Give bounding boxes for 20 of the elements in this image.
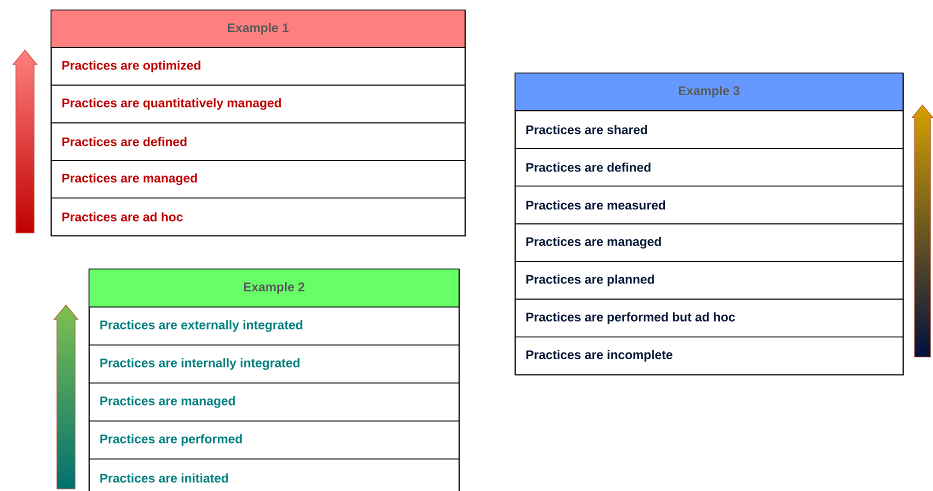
table-cell: Practices are managed — [50, 160, 466, 198]
table-cell: Practices are ad hoc — [50, 198, 466, 236]
table-cell: Practices are performed but ad hoc — [514, 298, 904, 338]
table-cell: Practices are shared — [514, 110, 904, 149]
table-cell: Practices are performed — [88, 420, 460, 460]
header-cell: Example 2 — [88, 268, 460, 308]
table-cell: Practices are planned — [514, 261, 904, 300]
table-cell: Practices are externally integrated — [88, 306, 460, 346]
table-cell: Practices are measured — [514, 186, 904, 224]
header-cell: Example 1 — [50, 10, 466, 48]
table-cell: Practices are quantitatively managed — [50, 84, 466, 124]
table-cell: Practices are managed — [514, 223, 904, 262]
table-cell: Practices are initiated — [88, 458, 460, 491]
table-cell: Practices are defined — [514, 148, 904, 186]
header-cell: Example 3 — [514, 72, 904, 112]
table-cell: Practices are defined — [50, 122, 466, 161]
table-cell: Practices are managed — [88, 382, 460, 422]
table-cell: Practices are internally integrated — [88, 344, 460, 384]
table-cell: Practices are optimized — [50, 47, 466, 86]
table-cell: Practices are incomplete — [514, 336, 904, 375]
